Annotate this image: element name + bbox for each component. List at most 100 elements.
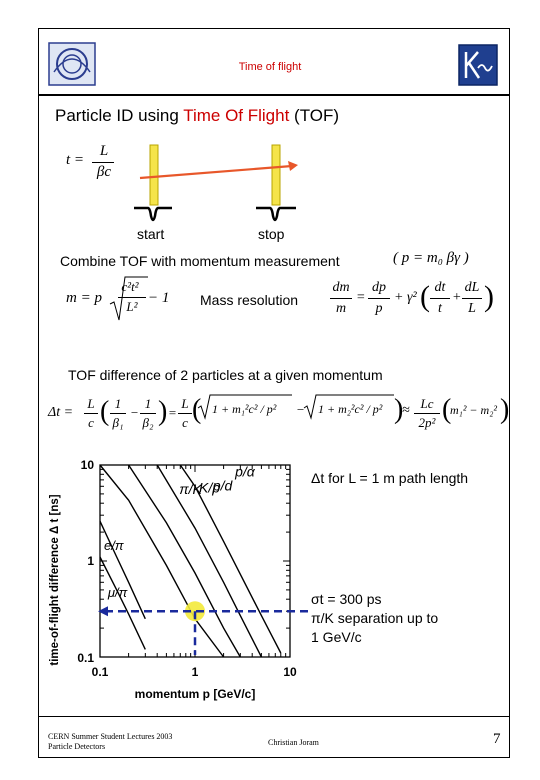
mass-resolution-label: Mass resolution	[200, 292, 299, 308]
curve-label-3: p/d	[212, 478, 234, 494]
tof-diff-c1: c	[88, 415, 94, 430]
tof-diff-rparen-3: )	[500, 394, 510, 425]
mass-eq-sqrt-icon	[109, 276, 148, 321]
curve-label-6: μ/π	[107, 585, 128, 600]
curve-label-5: e/π	[104, 538, 124, 553]
kappa-gamma-logo-icon	[458, 44, 498, 86]
res-eq-dt: dt	[434, 280, 446, 295]
stop-label: stop	[258, 226, 285, 242]
tof-diff-bar-e	[414, 413, 440, 414]
tof-diff-minus: −	[130, 405, 139, 420]
header-title: Time of flight	[238, 61, 302, 73]
tof-diff-sqrt1: 1 + m₁²c² / p²	[212, 402, 277, 416]
tof-eq-lhs: t =	[66, 152, 85, 168]
tof-diff-bar-a	[84, 413, 98, 414]
tof-sketch	[134, 144, 298, 222]
tof-eq-num: L	[99, 143, 109, 159]
tof-diff-bar-d	[178, 413, 192, 414]
res-eq-dl: dL	[464, 280, 480, 295]
res-eq-p: p	[375, 301, 383, 316]
page-number: 7	[493, 731, 501, 747]
tof-diff-equals: =	[168, 405, 177, 420]
curve-5	[156, 464, 263, 658]
slide-title-highlight: Time Of Flight	[183, 106, 290, 125]
res-eq-bar-3	[430, 298, 450, 299]
tof-difference-label: TOF difference of 2 particles at a given…	[68, 367, 383, 383]
footer-author: Christian Joram	[268, 738, 319, 747]
footer-course: CERN Summer Student Lectures 2003 Partic…	[48, 732, 172, 752]
x-tick-label: 0.1	[92, 665, 109, 679]
plot-ylabel: time-of-flight difference Δ t [ns]	[49, 494, 61, 665]
separation-annotation: σt = 300 ps π/K separation up to 1 GeV/c	[311, 590, 438, 647]
plot-curve-labels: π/KK/pp/dp/αe/πμ/π	[104, 463, 256, 600]
slide-frame	[38, 28, 510, 758]
tof-eq-bar	[92, 162, 114, 163]
tof-diff-mass-diff: m₁² − m₂²	[450, 403, 497, 417]
tof-diff-L1: L	[87, 396, 95, 411]
arrow-left-icon	[98, 606, 108, 617]
tof-equation: t =	[66, 152, 84, 169]
mass-eq-lhs: m = p	[66, 290, 102, 306]
start-counter	[149, 144, 159, 206]
slide-title-part3: (TOF)	[289, 106, 340, 125]
tof-diff-lparen-3: (	[442, 394, 452, 425]
highlight-marker	[185, 601, 205, 622]
tof-diff-sqrt-icons	[197, 394, 394, 420]
slide-title: Particle ID using Time Of Flight (TOF)	[55, 106, 339, 126]
plot-curves	[99, 464, 282, 658]
mass-eq-tail: − 1	[148, 290, 170, 306]
header-rule	[38, 94, 510, 96]
mass-eq-bar	[118, 297, 146, 298]
footer-course-line2: Particle Detectors	[48, 742, 106, 751]
tof-diff-approx: ≈	[402, 403, 410, 418]
stop-counter	[271, 144, 281, 206]
particle-track	[139, 164, 293, 180]
tof-diff-rparen-2: )	[394, 394, 404, 425]
cern-logo-icon	[48, 42, 96, 86]
separation-annotation-line1: π/K separation up to	[311, 610, 439, 626]
curve-4	[128, 464, 241, 658]
tof-diff-one-a: 1	[114, 396, 122, 411]
res-eq-equals: =	[356, 290, 366, 305]
res-eq-bar-2	[368, 298, 390, 299]
momentum-equation: ( p = m₀ βγ )	[393, 250, 469, 266]
tof-diff-lparen-2: (	[192, 394, 202, 425]
curve-1	[99, 520, 146, 620]
tof-diff-bar-b	[110, 413, 126, 414]
stop-pulse-icon	[256, 206, 296, 222]
footer-course-line1: CERN Summer Student Lectures 2003	[48, 732, 173, 741]
curve-6	[179, 464, 282, 654]
y-tick-label: 1	[87, 554, 94, 568]
res-eq-dp: dp	[372, 280, 386, 295]
plot-annotation-lines	[98, 601, 308, 655]
start-label: start	[137, 226, 165, 242]
track-arrow-icon	[288, 161, 298, 171]
x-tick-label: 1	[192, 665, 199, 679]
y-tick-label: 0.1	[77, 651, 94, 665]
res-eq-l: L	[468, 301, 476, 316]
x-tick-label: 10	[283, 665, 297, 679]
start-pulse-icon	[134, 206, 172, 222]
curve-label-1: π/K	[179, 481, 202, 497]
mass-eq-den: L²	[126, 299, 138, 314]
sigma-annotation: σt = 300 ps	[311, 591, 382, 607]
tof-diff-2p2: 2p²	[418, 415, 436, 430]
slide-title-part1: Particle ID using	[55, 106, 184, 125]
res-eq-dm: dm	[332, 280, 350, 295]
mass-eq-num: c²t²	[121, 279, 139, 294]
res-eq-gamma: + γ²	[394, 290, 417, 305]
res-eq-rparen: )	[484, 280, 494, 313]
tof-plot: time-of-flight difference Δ t [ns] π/KK/…	[49, 458, 308, 701]
separation-annotation-line2: 1 GeV/c	[311, 629, 362, 645]
curve-2	[99, 556, 146, 650]
tof-diff-beta2: β₂	[142, 415, 154, 430]
curve-label-2: K/p	[199, 479, 220, 495]
res-eq-lparen: (	[420, 280, 430, 313]
res-eq-plus: +	[452, 290, 462, 305]
tof-diff-beta1: β₁	[112, 415, 124, 430]
tof-diff-lhs: Δt =	[48, 405, 74, 420]
curve-3	[99, 464, 225, 658]
plot-xlabel: momentum p [GeV/c]	[135, 687, 256, 701]
tof-diff-minus-2: −	[296, 402, 305, 417]
res-eq-bar-4	[462, 298, 482, 299]
